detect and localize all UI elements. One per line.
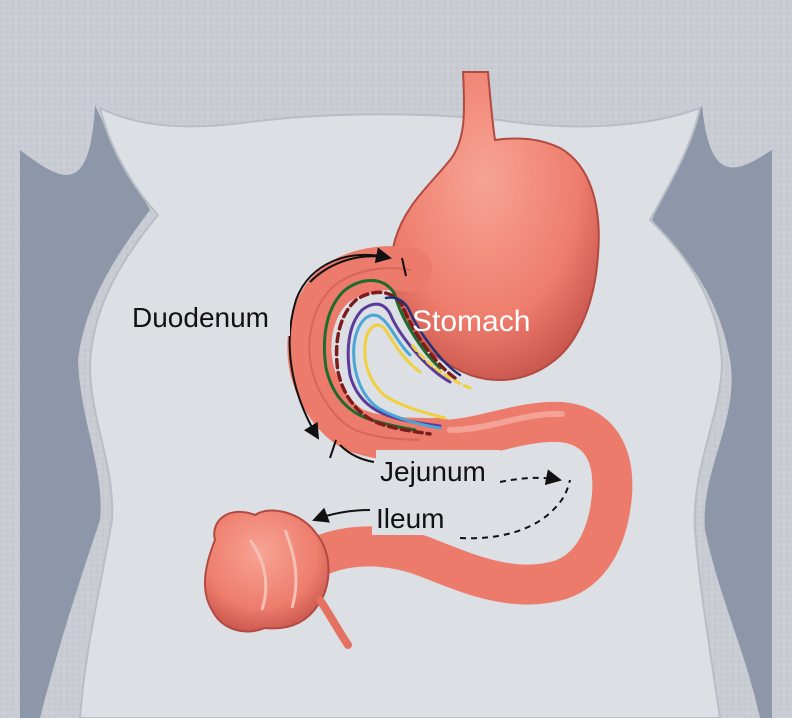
stomach-label: Stomach xyxy=(412,305,530,338)
ileum-label: Ileum xyxy=(376,503,444,534)
body-silhouette xyxy=(80,108,722,718)
cecum-shape xyxy=(205,510,329,631)
duodenum-label: Duodenum xyxy=(132,302,269,333)
jejunum-label: Jejunum xyxy=(380,456,486,487)
